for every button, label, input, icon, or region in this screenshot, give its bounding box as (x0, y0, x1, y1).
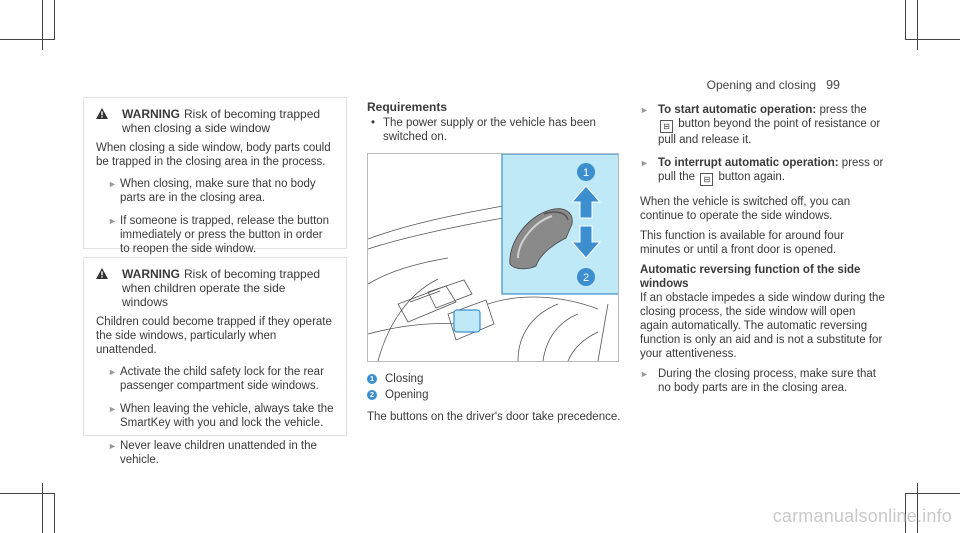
figure-legend: 1 Closing 2 Opening (367, 371, 428, 403)
arrow-right-icon: ► (108, 367, 117, 377)
legend-item: 1 Closing (367, 371, 428, 387)
requirements-title: Requirements (367, 100, 448, 114)
arrow-right-icon: ► (108, 441, 117, 451)
window-button-icon: ⊟ (660, 120, 673, 133)
legend-number: 1 (367, 374, 377, 384)
warning-body: Children could become trapped if they op… (96, 316, 332, 356)
watermark: carmanualsonline.info (772, 506, 952, 526)
switch-highlight (453, 309, 481, 333)
arrow-right-icon: ► (108, 179, 117, 189)
crop-mark (905, 493, 906, 533)
warning-label: WARNING (122, 107, 180, 121)
callout-1-label: 1 (583, 167, 589, 179)
list-item: ► To interrupt automatic operation: pres… (640, 157, 884, 186)
door-panel-drawing: 1 2 (368, 154, 618, 361)
arrow-right-icon: ► (108, 216, 117, 226)
section-title: Opening and closing (706, 78, 817, 92)
crop-mark (54, 493, 55, 533)
precedence-note: The buttons on the driver's door take pr… (367, 411, 621, 423)
zoom-panel (501, 154, 618, 295)
crop-mark (917, 483, 918, 533)
crop-mark (906, 493, 960, 494)
list-item: ►Activate the child safety lock for the … (108, 366, 324, 392)
window-switch-icon (509, 208, 573, 270)
list-item: ►Never leave children unattended in the … (108, 440, 317, 466)
window-button-icon: ⊟ (700, 173, 714, 186)
crop-mark (0, 493, 54, 494)
list-item: ► To start automatic operation: press th… (640, 104, 881, 146)
start-label: To start automatic operation: (658, 104, 817, 116)
window-switch-illustration: 1 2 (367, 153, 619, 362)
paragraph: This function is available for around fo… (640, 230, 844, 256)
callout-2-label: 2 (583, 272, 589, 284)
list-item: ►During the closing process, make sure t… (640, 368, 876, 394)
list-item: ►When leaving the vehicle, always take t… (108, 403, 334, 429)
list-item: ►When closing, make sure that no body pa… (108, 178, 316, 204)
section-heading: Automatic reversing function of the side… (640, 264, 861, 290)
arrow-up-icon (570, 185, 602, 219)
page-number: 99 (826, 78, 840, 92)
page-header: Opening and closing 99 (707, 78, 840, 92)
paragraph: If an obstacle impedes a side window dur… (640, 292, 885, 360)
crop-mark (906, 39, 960, 40)
crop-mark (0, 39, 54, 40)
warning-body: When closing a side window, body parts c… (96, 142, 331, 168)
warning-label: WARNING (122, 267, 180, 281)
list-item: ►If someone is trapped, release the butt… (108, 215, 330, 255)
legend-item: 2 Opening (367, 387, 428, 403)
legend-label: Closing (385, 373, 424, 385)
list-item: •The power supply or the vehicle has bee… (371, 117, 596, 143)
bullet-dot-icon: • (371, 117, 376, 129)
warning-heading-text: Risk of becoming trapped when closing a … (122, 107, 321, 135)
crop-mark (917, 0, 918, 50)
legend-label: Opening (385, 389, 429, 401)
crop-mark (42, 483, 43, 533)
crop-mark (54, 0, 55, 40)
arrow-right-icon: ► (108, 404, 117, 414)
arrow-right-icon: ► (640, 105, 649, 115)
arrow-right-icon: ► (640, 369, 649, 379)
arrow-right-icon: ► (640, 158, 649, 168)
automatic-operation-section: ► To start automatic operation: press th… (640, 103, 885, 404)
crop-mark (905, 0, 906, 40)
requirements-section: Requirements •The power supply or the ve… (367, 100, 627, 144)
crop-mark (42, 0, 43, 50)
warning-heading-text: Risk of becoming trapped when children o… (122, 267, 321, 309)
interrupt-label: To interrupt automatic operation: (658, 157, 839, 169)
warning-triangle-icon (96, 107, 122, 119)
callout-1: 1 (577, 163, 595, 181)
callout-2: 2 (577, 268, 595, 286)
arrow-down-icon (570, 225, 602, 259)
paragraph: When the vehicle is switched off, you ca… (640, 196, 851, 222)
legend-number: 2 (367, 390, 377, 400)
warning-triangle-icon (96, 267, 122, 279)
